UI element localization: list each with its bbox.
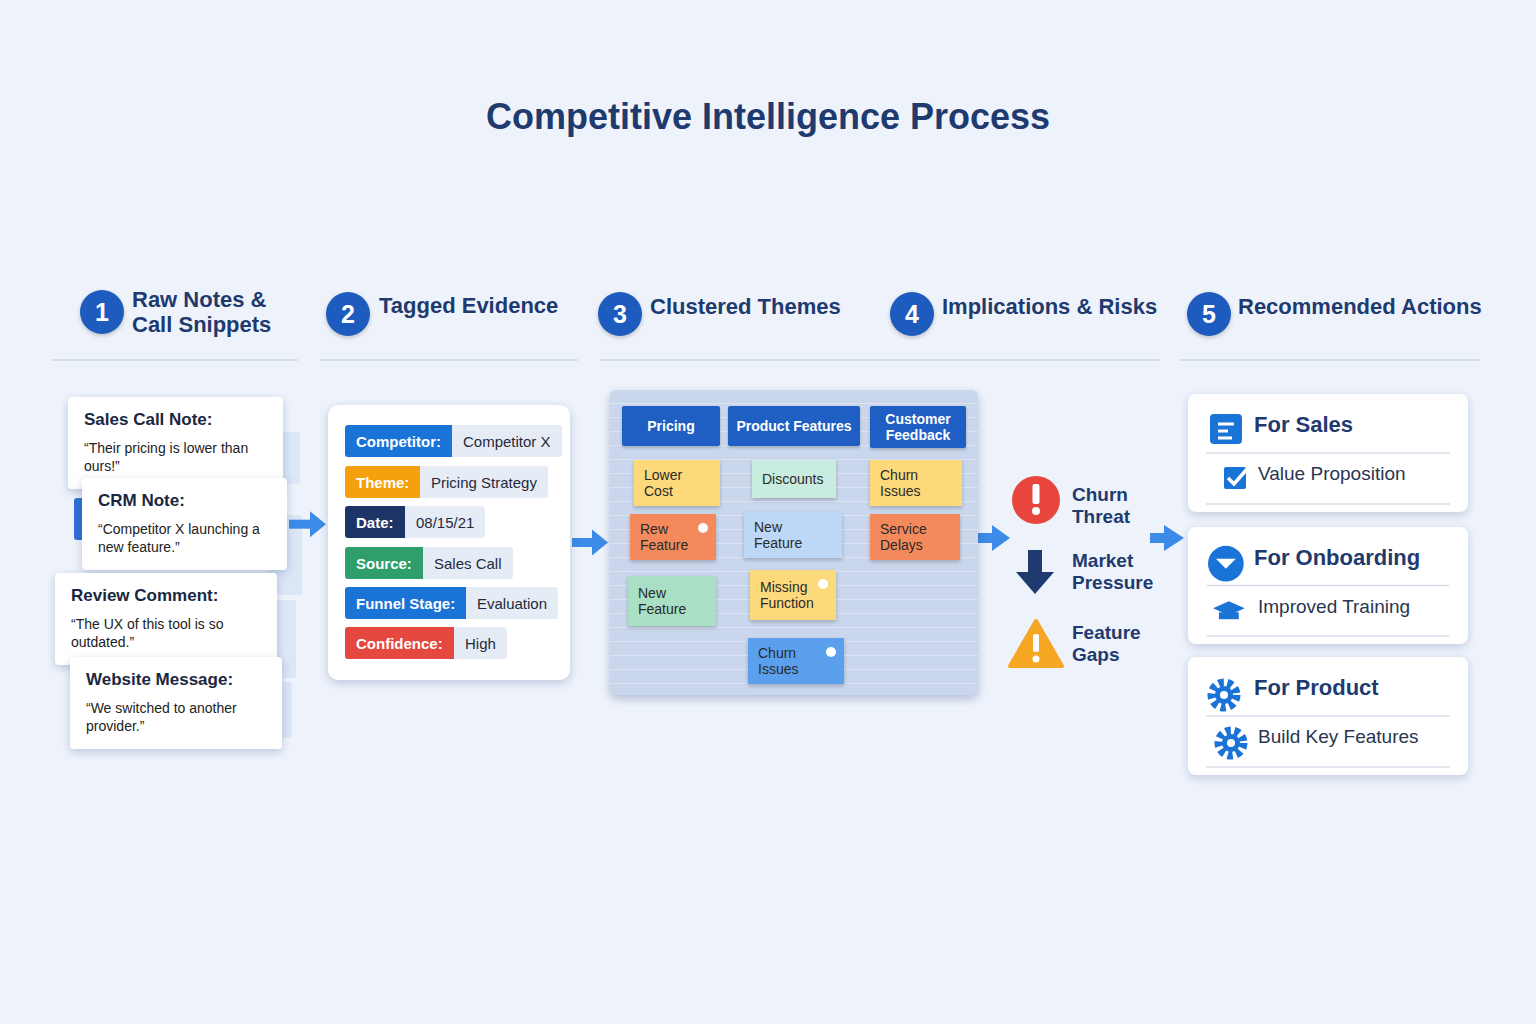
node-heading: 08/15/21 [416, 514, 474, 531]
node-heading: Funnel Stage: [356, 595, 455, 612]
node-body: “Their pricing is lower than ours!” [84, 439, 269, 475]
node-heading: Pricing [647, 418, 694, 434]
node-heading: Customer Feedback [874, 411, 962, 443]
card-icons [1188, 394, 1468, 512]
card-icons [1188, 657, 1468, 775]
node-body: “The UX of this tool is so outdated.” [71, 615, 263, 651]
node-heading: High [465, 635, 496, 652]
node-heading: Service Delays [880, 521, 950, 553]
action-card: For OnboardingImproved Training [1188, 527, 1468, 644]
sticky-note: Service Delays [870, 514, 960, 560]
node-heading: Churn Issues [758, 645, 834, 677]
node-heading: Lower Cost [644, 467, 710, 499]
node-body: “Competitor X launching a new feature.” [98, 520, 273, 556]
step-heading: Clustered Themes [650, 294, 841, 319]
node-heading: CRM Note: [98, 491, 273, 511]
diagram-title: Competitive Intelligence Process [0, 96, 1536, 138]
node-heading: Competitor: [356, 433, 441, 450]
tag-value: High [454, 627, 507, 659]
tag-value: Evaluation [466, 587, 558, 619]
step-heading: Implications & Risks [942, 294, 1157, 319]
step-number: 5 [1187, 292, 1231, 336]
sticky-note: Discounts [752, 460, 836, 498]
node-heading: Website Message: [86, 670, 268, 690]
sticky-note: Missing Function [750, 570, 836, 620]
node-body: “We switched to another provider.” [86, 699, 268, 735]
tag-label: Competitor: [345, 425, 452, 457]
node-heading: Discounts [762, 471, 823, 487]
column-header: Pricing [622, 406, 720, 446]
step-number: 3 [598, 292, 642, 336]
note-card: Review Comment: “The UX of this tool is s… [55, 573, 277, 665]
step-number: 1 [80, 290, 124, 334]
sticky-note: New Feature [628, 576, 716, 626]
node-heading: For Product [1254, 675, 1379, 701]
evidence-card: Competitor: Competitor X Theme: Pricing Str… [328, 405, 570, 680]
node-heading: Missing Function [760, 579, 826, 611]
node-heading: Source: [356, 555, 412, 572]
tag-value: Pricing Strategy [420, 466, 548, 498]
tag-label: Source: [345, 547, 423, 579]
action-card: For ProductBuild Key Features [1188, 657, 1468, 775]
column-header: Customer Feedback [870, 406, 966, 448]
sticky-note: Lower Cost [634, 460, 720, 506]
flow-connector [289, 511, 326, 537]
risk-label: Churn Threat [1072, 484, 1152, 528]
node-body: Build Key Features [1258, 726, 1419, 748]
step-number: 2 [326, 292, 370, 336]
risk-icons [1010, 476, 1062, 666]
node-heading: Theme: [356, 474, 409, 491]
tag-label: Confidence: [345, 627, 454, 659]
node-heading: Sales Call [434, 555, 502, 572]
step-heading: Raw Notes & Call Snippets [132, 287, 302, 338]
risk-label: Market Pressure [1072, 550, 1154, 594]
step-heading: Tagged Evidence [379, 293, 558, 318]
node-heading: New Feature [638, 585, 706, 617]
node-heading: 4 [905, 300, 919, 329]
node-heading: Rew Feature [640, 521, 706, 553]
node-heading: Competitor X [463, 433, 551, 450]
risk-label: Feature Gaps [1072, 622, 1150, 666]
action-card: For SalesValue Proposition [1188, 394, 1468, 512]
node-heading: Review Comment: [71, 586, 263, 606]
node-heading: For Sales [1254, 412, 1353, 438]
note-card: CRM Note: “Competitor X launching a new f… [82, 478, 287, 570]
tag-value: Sales Call [423, 547, 513, 579]
node-heading: Product Features [736, 418, 851, 434]
header-rules [52, 359, 1480, 361]
node-heading: Churn Issues [880, 467, 952, 499]
tag-label: Funnel Stage: [345, 587, 466, 619]
node-body: Value Proposition [1258, 463, 1406, 485]
node-heading: Confidence: [356, 635, 443, 652]
tag-label: Date: [345, 506, 405, 538]
sticky-note: Rew Feature [630, 514, 716, 560]
node-body: Improved Training [1258, 596, 1410, 618]
flow-connector [572, 530, 608, 556]
sticky-note: New Feature [744, 512, 842, 558]
note-card: Website Message: “We switched to another … [70, 657, 282, 749]
node-heading: New Feature [754, 519, 832, 551]
step-heading: Recommended Actions [1238, 294, 1482, 319]
step-number: 4 [890, 292, 934, 336]
sticky-note: Churn Issues [870, 460, 962, 506]
sticky-note: Churn Issues [748, 638, 844, 684]
tag-value: Competitor X [452, 425, 562, 457]
tag-label: Theme: [345, 466, 420, 498]
node-heading: Sales Call Note: [84, 410, 269, 430]
node-heading: Pricing Strategy [431, 474, 537, 491]
node-heading: 1 [95, 298, 109, 327]
card-icons [1188, 527, 1468, 644]
theme-board: Pricing Product Features Customer Feedback… [610, 390, 978, 695]
tag-value: 08/15/21 [405, 506, 485, 538]
note-card: Sales Call Note: “Their pricing is lower … [68, 397, 283, 489]
flow-arrows [978, 525, 1184, 551]
node-heading: Evaluation [477, 595, 547, 612]
node-heading: 2 [341, 300, 355, 329]
node-heading: Date: [356, 514, 394, 531]
column-header: Product Features [728, 406, 860, 446]
node-heading: 5 [1202, 300, 1216, 329]
node-heading: For Onboarding [1254, 545, 1420, 571]
node-heading: 3 [613, 300, 627, 329]
